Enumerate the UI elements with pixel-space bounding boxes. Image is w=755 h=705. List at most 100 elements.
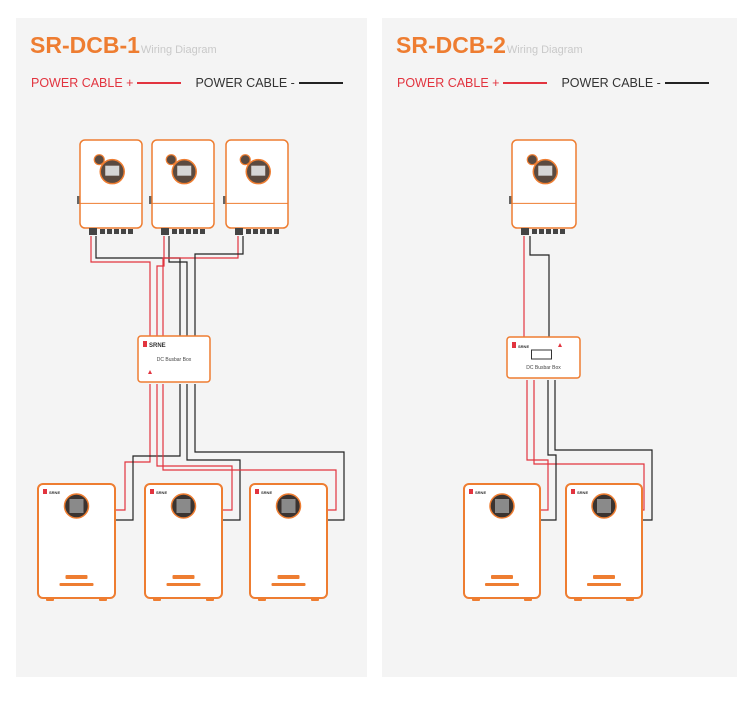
foot bbox=[574, 598, 582, 601]
battery-body bbox=[144, 483, 223, 599]
port bbox=[546, 229, 551, 234]
indicator-icon bbox=[93, 154, 105, 166]
status-bar bbox=[65, 575, 88, 579]
side-terminal bbox=[509, 196, 512, 204]
positive-cable bbox=[156, 384, 233, 511]
legend-negative-line bbox=[664, 82, 709, 84]
positive-cable bbox=[156, 236, 165, 336]
negative-cable bbox=[115, 384, 181, 521]
inverter bbox=[77, 139, 143, 235]
logo-icon bbox=[469, 489, 473, 494]
legend-positive-line bbox=[503, 82, 548, 84]
battery: SRNE bbox=[565, 483, 643, 601]
busbar-brand: SRNE bbox=[518, 344, 529, 349]
logo-icon bbox=[143, 341, 147, 347]
port bbox=[179, 229, 184, 234]
positive-cable bbox=[162, 236, 239, 336]
indicator-icon bbox=[165, 154, 177, 166]
negative-cable bbox=[194, 384, 345, 521]
port bbox=[532, 229, 537, 234]
port bbox=[107, 229, 112, 234]
breaker-switch bbox=[531, 349, 552, 360]
port bbox=[260, 229, 265, 234]
positive-cable bbox=[162, 384, 337, 511]
handle-bar bbox=[166, 583, 201, 586]
cable-legend: POWER CABLE + POWER CABLE - bbox=[31, 76, 343, 90]
port bbox=[553, 229, 558, 234]
legend-positive: POWER CABLE + bbox=[31, 76, 134, 90]
foot bbox=[99, 598, 107, 601]
negative-cable bbox=[194, 236, 244, 336]
display-screen bbox=[281, 499, 296, 513]
battery: SRNE bbox=[37, 483, 116, 601]
port bbox=[172, 229, 177, 234]
positive-cable bbox=[526, 380, 549, 511]
dc-port bbox=[521, 228, 529, 235]
battery-brand: SRNE bbox=[261, 490, 272, 495]
foot bbox=[472, 598, 480, 601]
logo-icon bbox=[255, 489, 259, 494]
foot bbox=[46, 598, 54, 601]
battery: SRNE bbox=[144, 483, 223, 601]
logo-icon bbox=[512, 342, 516, 348]
display-screen bbox=[69, 499, 84, 513]
indicator-icon bbox=[526, 154, 538, 166]
display-screen bbox=[597, 499, 611, 513]
port bbox=[267, 229, 272, 234]
negative-cable bbox=[186, 384, 241, 521]
cable-legend: POWER CABLE + POWER CABLE - bbox=[397, 76, 709, 90]
foot bbox=[311, 598, 319, 601]
diagram-title: SR-DCB-2Wiring Diagram bbox=[396, 32, 583, 58]
negative-cable bbox=[529, 236, 550, 337]
status-bar bbox=[277, 575, 300, 579]
logo-icon bbox=[43, 489, 47, 494]
dc-port bbox=[89, 228, 97, 235]
display-screen bbox=[538, 165, 553, 176]
dc-port bbox=[161, 228, 169, 235]
port bbox=[246, 229, 251, 234]
legend-positive: POWER CABLE + bbox=[397, 76, 500, 90]
display-screen bbox=[176, 499, 191, 513]
status-bar bbox=[172, 575, 195, 579]
foot bbox=[258, 598, 266, 601]
negative-cable bbox=[95, 236, 181, 336]
side-terminal bbox=[77, 196, 80, 204]
battery-brand: SRNE bbox=[475, 490, 486, 495]
warning-icon bbox=[148, 370, 152, 374]
inverter bbox=[223, 139, 289, 235]
inverter bbox=[509, 139, 577, 235]
status-bar bbox=[491, 575, 513, 579]
warning-icon bbox=[558, 343, 562, 347]
battery-body bbox=[37, 483, 116, 599]
side-terminal bbox=[223, 196, 226, 204]
negative-cable bbox=[554, 380, 653, 521]
status-bar bbox=[593, 575, 615, 579]
port bbox=[100, 229, 105, 234]
busbar-label: DC Busbar Box bbox=[526, 365, 561, 371]
dc-busbar-box: SRNE DC Busbar Box bbox=[506, 336, 581, 379]
busbar-label: DC Busbar Box bbox=[157, 357, 192, 363]
logo-icon bbox=[150, 489, 154, 494]
inverter bbox=[149, 139, 215, 235]
diagram-title: SR-DCB-1Wiring Diagram bbox=[30, 32, 217, 58]
foot bbox=[626, 598, 634, 601]
battery: SRNE bbox=[249, 483, 328, 601]
busbar-body bbox=[137, 335, 211, 383]
handle-bar bbox=[485, 583, 519, 586]
port bbox=[253, 229, 258, 234]
port bbox=[128, 229, 133, 234]
battery-brand: SRNE bbox=[156, 490, 167, 495]
display-screen bbox=[495, 499, 509, 513]
battery-body bbox=[249, 483, 328, 599]
dc-busbar-box: SRNE DC Busbar Box bbox=[137, 335, 211, 383]
handle-bar bbox=[587, 583, 621, 586]
foot bbox=[206, 598, 214, 601]
port bbox=[114, 229, 119, 234]
positive-cable bbox=[90, 236, 151, 336]
positive-cable bbox=[115, 384, 151, 511]
port bbox=[186, 229, 191, 234]
dc-port bbox=[235, 228, 243, 235]
busbar-brand: SRNE bbox=[149, 343, 166, 349]
battery-body bbox=[565, 483, 643, 599]
